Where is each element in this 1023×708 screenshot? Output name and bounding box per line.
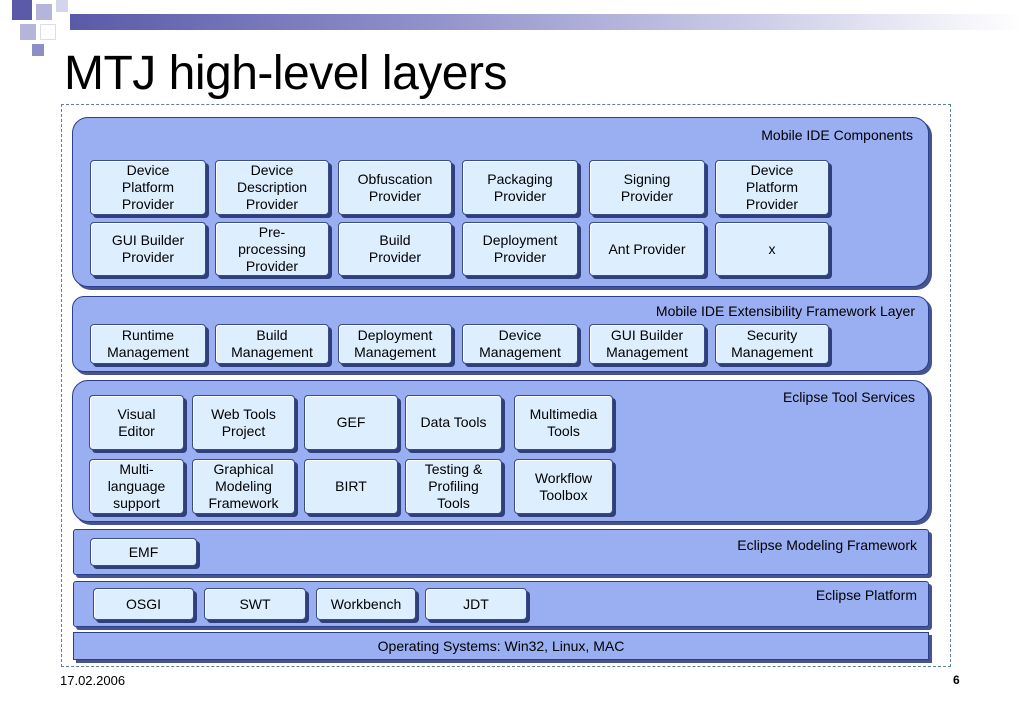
component-packaging-provider: Packaging Provider <box>462 160 578 215</box>
decor-square-2 <box>36 4 52 20</box>
layer-label-mobile-ide-components: Mobile IDE Components <box>761 127 913 143</box>
ext-build-management: Build Management <box>215 324 329 364</box>
title-bar-gradient <box>70 14 1023 30</box>
component-gui-builder-provider: GUI Builder Provider <box>90 222 206 276</box>
tool-gef: GEF <box>304 395 398 450</box>
layer-eclipse-modeling-framework <box>73 529 929 575</box>
layer-label-eclipse-tool-services: Eclipse Tool Services <box>782 389 915 405</box>
tool-graphical-modeling-framework: Graphical Modeling Framework <box>192 459 295 514</box>
component-x: x <box>715 222 829 276</box>
layer-label-eclipse-modeling-framework: Eclipse Modeling Framework <box>737 537 917 553</box>
component-device-platform-provider: Device Platform Provider <box>90 160 206 215</box>
component-deployment-provider: Deployment Provider <box>462 222 578 276</box>
page-title: MTJ high-level layers <box>64 47 507 100</box>
layer-label-eclipse-platform: Eclipse Platform <box>815 587 917 603</box>
decor-square-1 <box>12 0 32 20</box>
layer-label-extensibility-framework: Mobile IDE Extensibility Framework Layer <box>655 303 915 319</box>
component-build-provider: Build Provider <box>338 222 452 276</box>
ext-gui-builder-management: GUI Builder Management <box>589 324 705 364</box>
decor-square-3 <box>56 0 68 12</box>
emf-box: EMF <box>90 538 197 566</box>
decor-square-6 <box>32 44 44 56</box>
footer-date: 17.02.2006 <box>60 673 126 688</box>
component-device-description-provider: Device Description Provider <box>215 160 329 215</box>
component-obfuscation-provider: Obfuscation Provider <box>338 160 452 215</box>
layer-operating-systems: Operating Systems: Win32, Linux, MAC <box>73 632 929 660</box>
platform-jdt: JDT <box>425 588 527 620</box>
tool-web-tools-project: Web Tools Project <box>192 395 295 450</box>
os-label: Operating Systems: Win32, Linux, MAC <box>377 638 625 654</box>
component-preprocessing-provider: Pre- processing Provider <box>215 222 329 276</box>
tool-multimedia-tools: Multimedia Tools <box>514 395 613 450</box>
diagram-frame <box>61 104 951 667</box>
ext-deployment-management: Deployment Management <box>338 324 452 364</box>
ext-security-management: Security Management <box>715 324 829 364</box>
tool-birt: BIRT <box>304 459 398 514</box>
page-number: 6 <box>953 673 960 687</box>
component-device-platform-provider-2: Device Platform Provider <box>715 160 829 215</box>
tool-workflow-toolbox: Workflow Toolbox <box>514 459 613 514</box>
tool-data-tools: Data Tools <box>405 395 502 450</box>
tool-multi-language-support: Multi- language support <box>89 459 184 514</box>
ext-device-management: Device Management <box>462 324 578 364</box>
tool-visual-editor: Visual Editor <box>89 395 184 450</box>
component-signing-provider: Signing Provider <box>589 160 705 215</box>
decor-square-5 <box>40 24 56 40</box>
platform-workbench: Workbench <box>316 588 416 620</box>
platform-osgi: OSGI <box>93 588 194 620</box>
decor-square-4 <box>20 24 36 40</box>
platform-swt: SWT <box>204 588 306 620</box>
ext-runtime-management: Runtime Management <box>90 324 206 364</box>
tool-testing-profiling-tools: Testing & Profiling Tools <box>405 459 502 514</box>
component-ant-provider: Ant Provider <box>589 222 705 276</box>
